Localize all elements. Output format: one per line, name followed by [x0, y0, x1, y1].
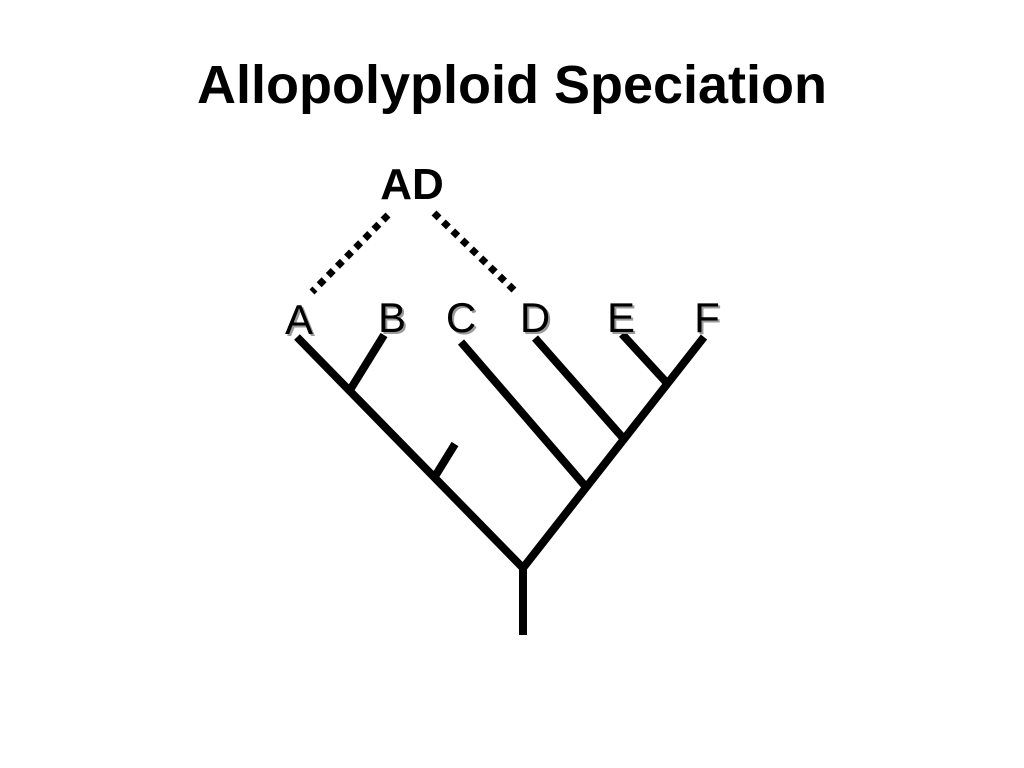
- taxon-label-d: D: [520, 294, 550, 341]
- taxon-label-d-shadow: D: [522, 296, 552, 343]
- page-title: Allopolyploid Speciation: [196, 55, 828, 115]
- branch-extinct-stub: [430, 441, 459, 481]
- taxon-label-b-shadow: B: [380, 296, 408, 343]
- taxon-label-c-shadow: C: [448, 296, 478, 343]
- taxon-label-a-shadow: A: [287, 298, 315, 345]
- branch-d: [531, 335, 627, 441]
- tree-branches: [294, 331, 708, 635]
- hybrid-connector-a: [309, 212, 391, 295]
- taxon-label-b: B: [378, 294, 406, 341]
- taxon-label-f: F: [694, 294, 720, 341]
- branch-e: [619, 331, 669, 385]
- taxon-label-e-shadow: E: [609, 296, 637, 343]
- taxon-label-e: E: [607, 294, 635, 341]
- taxon-label-f-shadow: F: [696, 296, 722, 343]
- hybrid-label: AD: [380, 160, 444, 209]
- taxon-label-c: C: [446, 294, 476, 341]
- hybrid-connectors: [309, 210, 517, 295]
- branch-left-main: [294, 334, 526, 571]
- branch-b: [346, 332, 388, 393]
- branch-right-main: [519, 334, 708, 571]
- taxon-label-a: A: [285, 296, 313, 343]
- branch-c: [457, 339, 590, 490]
- taxon-labels: A A B B C C D D E E F F: [285, 294, 722, 345]
- hybrid-connector-d: [431, 210, 517, 293]
